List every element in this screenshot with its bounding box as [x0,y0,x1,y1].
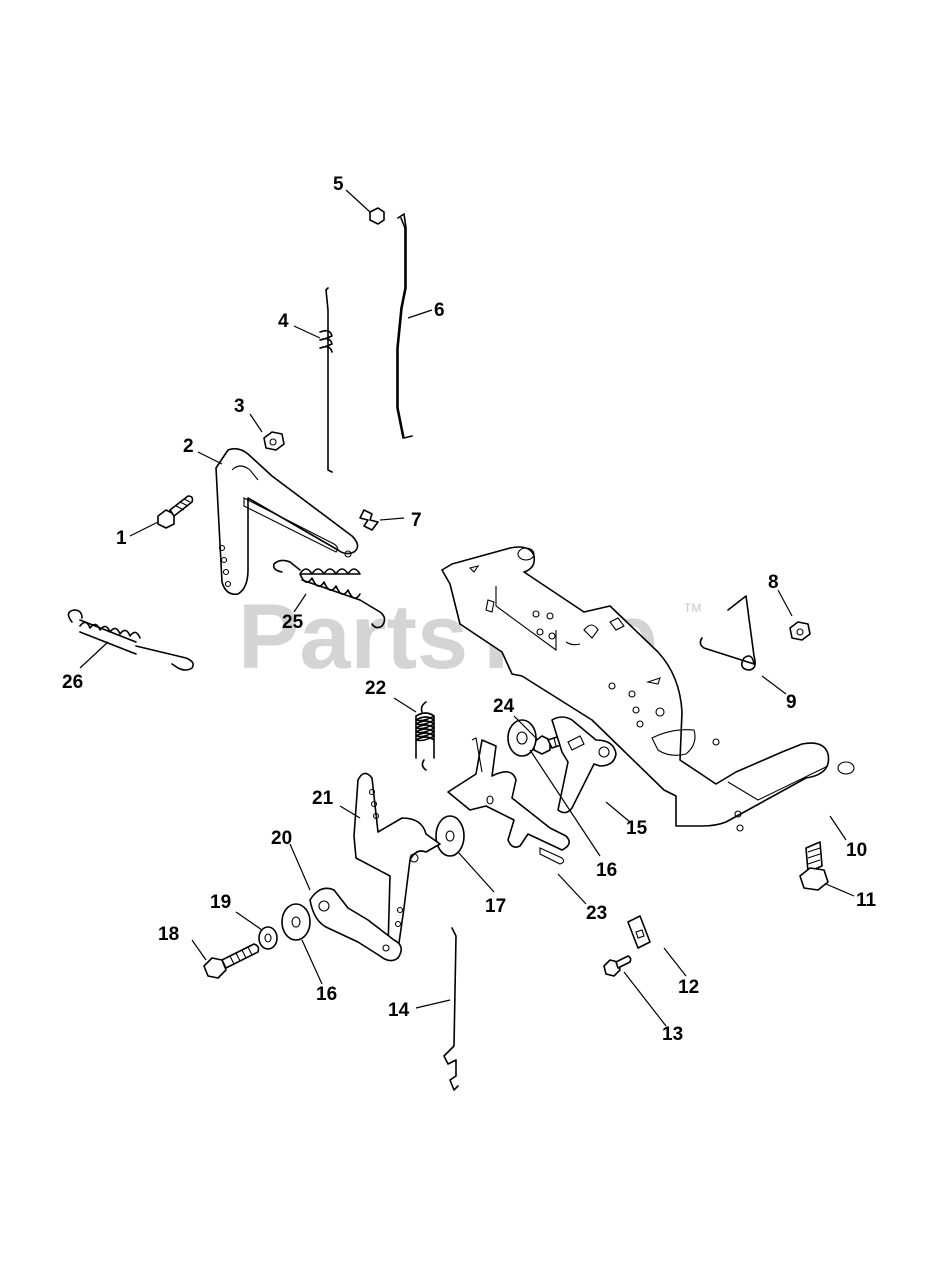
callout-18: 18 [158,924,179,945]
part-14-rod [443,927,459,1091]
callout-7: 7 [411,510,422,531]
callout-19: 19 [210,892,231,913]
callout-24: 24 [493,696,515,717]
part-23-lever [447,737,570,865]
part-19-washer [258,926,278,950]
watermark-trademark: TM [684,601,701,615]
part-13-screw [603,955,632,977]
callout-12: 12 [678,977,699,998]
part-17-washer [435,815,465,857]
part-4-spring-rod [319,287,333,473]
callout-labels: 1 2 3 4 5 6 7 8 9 10 11 12 13 14 15 16 1… [62,174,877,1045]
callout-4: 4 [278,311,289,332]
part-26-spring [67,609,194,671]
part-25-spring [272,559,386,629]
callout-9: 9 [786,692,797,713]
callout-8: 8 [768,572,779,593]
part-8-nut [789,621,811,641]
part-10-main-plate [441,546,855,832]
callout-1: 1 [116,528,127,549]
callout-16-upper: 16 [596,860,617,881]
callout-17: 17 [485,896,506,917]
callout-25: 25 [282,612,304,633]
part-15-lever [551,716,617,814]
part-2-bracket [215,447,359,596]
part-18-bolt [203,943,260,979]
part-9-spring-wire [699,595,756,671]
leader-lines [79,189,855,1027]
part-12-clip [627,915,651,949]
part-11-bolt [799,841,829,891]
part-20-plate [309,887,402,962]
callout-16-lower: 16 [316,984,337,1005]
callout-15: 15 [626,818,648,839]
callout-22: 22 [365,678,386,699]
callout-5: 5 [333,174,344,195]
callout-26: 26 [62,672,83,693]
part-22-spring [415,701,435,771]
callout-2: 2 [183,436,194,457]
callout-11: 11 [856,890,877,911]
callout-20: 20 [271,828,292,849]
callout-10: 10 [846,840,867,861]
part-6-rod [396,213,413,439]
callout-13: 13 [662,1024,683,1045]
callout-21: 21 [312,788,334,809]
part-3-nut [263,431,285,451]
callout-3: 3 [234,396,245,417]
part-16-washer-lower [281,903,311,941]
part-16-washer-upper [507,719,537,757]
callout-14: 14 [388,1000,410,1021]
callout-23: 23 [586,903,607,924]
part-7-clip [359,509,379,531]
part-5-plug [369,207,385,225]
callout-6: 6 [434,300,445,321]
part-1-bolt [157,495,194,529]
